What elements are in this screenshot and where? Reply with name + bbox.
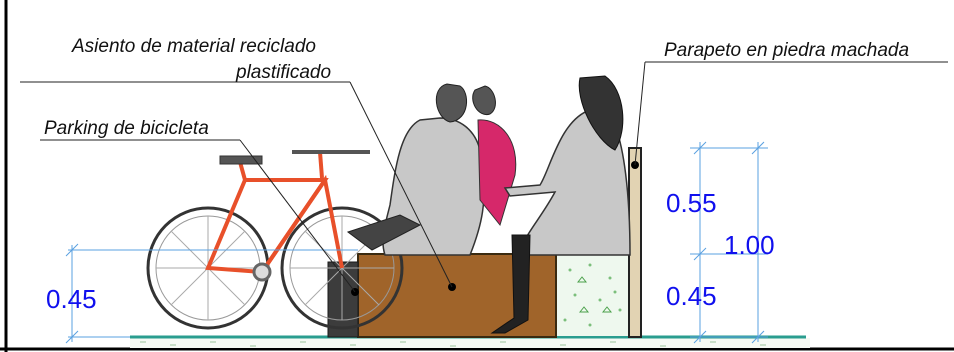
bike-parking-label: Parking de bicicleta — [44, 118, 209, 139]
seat-leader-line — [349, 81, 453, 288]
seat-label-line2: plastificado — [235, 62, 331, 83]
parapet-label: Parapeto en piedra machada — [664, 40, 909, 61]
ground-hatch — [130, 338, 810, 348]
planter-block — [555, 253, 633, 338]
bike-leader-line — [239, 139, 356, 293]
bike-stand-post — [327, 261, 359, 338]
parapet-lower-dimension: 0.45 — [666, 281, 717, 311]
person-seated-icon — [346, 75, 631, 334]
parapet-leader-line — [634, 61, 646, 166]
backrest-height-dimension: 0.55 — [666, 188, 717, 218]
seat-height-dimension: 0.45 — [46, 284, 97, 314]
seat-label-line1: Asiento de material reciclado — [71, 36, 316, 57]
ground-dots — [140, 341, 766, 347]
parapet-total-dimension: 1.00 — [724, 230, 775, 260]
left-dimension — [65, 243, 358, 344]
right-dimension — [690, 141, 768, 344]
parapet-wall — [628, 147, 642, 338]
bicycle-icon — [146, 150, 404, 330]
